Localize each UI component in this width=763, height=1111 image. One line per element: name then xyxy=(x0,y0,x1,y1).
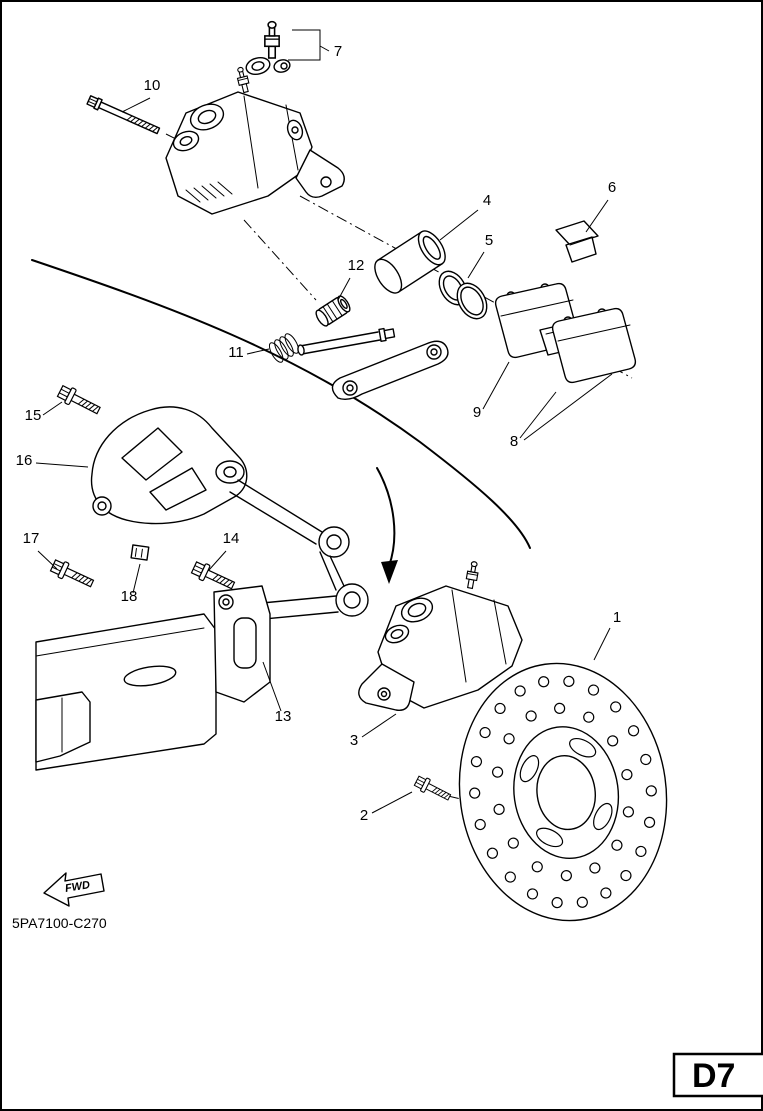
caliper-hatch xyxy=(185,181,233,203)
callout-10: 10 xyxy=(144,77,161,94)
page-ref-box: D7 xyxy=(672,1052,763,1098)
part-17-bolt xyxy=(48,557,97,592)
callout-4: 4 xyxy=(483,192,491,209)
part-12-slide-bushing xyxy=(315,295,351,327)
callout-14: 14 xyxy=(223,530,240,547)
part-8-brake-pad xyxy=(551,307,637,384)
callout-8: 8 xyxy=(510,433,518,450)
part-16-caliper-bracket xyxy=(90,406,369,617)
part-15-bolt xyxy=(55,382,103,419)
part-5-seal-set xyxy=(438,270,488,320)
part-2-screw xyxy=(412,773,454,805)
part-6-pad-spring xyxy=(555,220,599,263)
part-7-bleed-screw-group xyxy=(245,20,291,76)
direction-arrow xyxy=(376,467,398,584)
page-ref: D7 xyxy=(692,1057,735,1095)
part-1-brake-disc xyxy=(458,662,668,922)
callout-16: 16 xyxy=(16,452,33,469)
fwd-label: FWD xyxy=(64,879,91,895)
callout-9: 9 xyxy=(473,404,481,421)
part-swingarm xyxy=(35,613,217,771)
callout-15: 15 xyxy=(25,407,42,424)
part-13-brake-stay xyxy=(213,585,339,703)
part-upper-caliper xyxy=(165,65,345,215)
part-slide-pin xyxy=(297,327,396,356)
callout-3: 3 xyxy=(350,732,358,749)
leader-lines xyxy=(35,29,613,814)
callout-1: 1 xyxy=(613,609,621,626)
callouts: 1 2 3 4 5 6 7 8 9 10 11 12 13 14 15 16 1… xyxy=(16,43,622,824)
fwd-arrow-icon: FWD xyxy=(43,872,105,907)
part-pad-bracket xyxy=(331,340,449,401)
part-11-boot-spring xyxy=(268,333,300,363)
part-18-clip xyxy=(130,544,150,561)
part-10-bolt xyxy=(86,95,161,135)
callout-7: 7 xyxy=(334,43,342,60)
callout-13: 13 xyxy=(275,708,292,725)
callout-5: 5 xyxy=(485,232,493,249)
disc-holes xyxy=(469,675,657,909)
part-4-piston xyxy=(374,230,446,294)
callout-2: 2 xyxy=(360,807,368,824)
callout-18: 18 xyxy=(121,588,138,605)
separator-curve xyxy=(31,259,531,549)
part-3-lower-caliper xyxy=(358,560,523,711)
callout-11: 11 xyxy=(228,344,244,361)
callout-6: 6 xyxy=(608,179,616,196)
callout-17: 17 xyxy=(23,530,40,547)
callout-12: 12 xyxy=(348,257,365,274)
diagram-code: 5PA7100-C270 xyxy=(12,915,107,931)
